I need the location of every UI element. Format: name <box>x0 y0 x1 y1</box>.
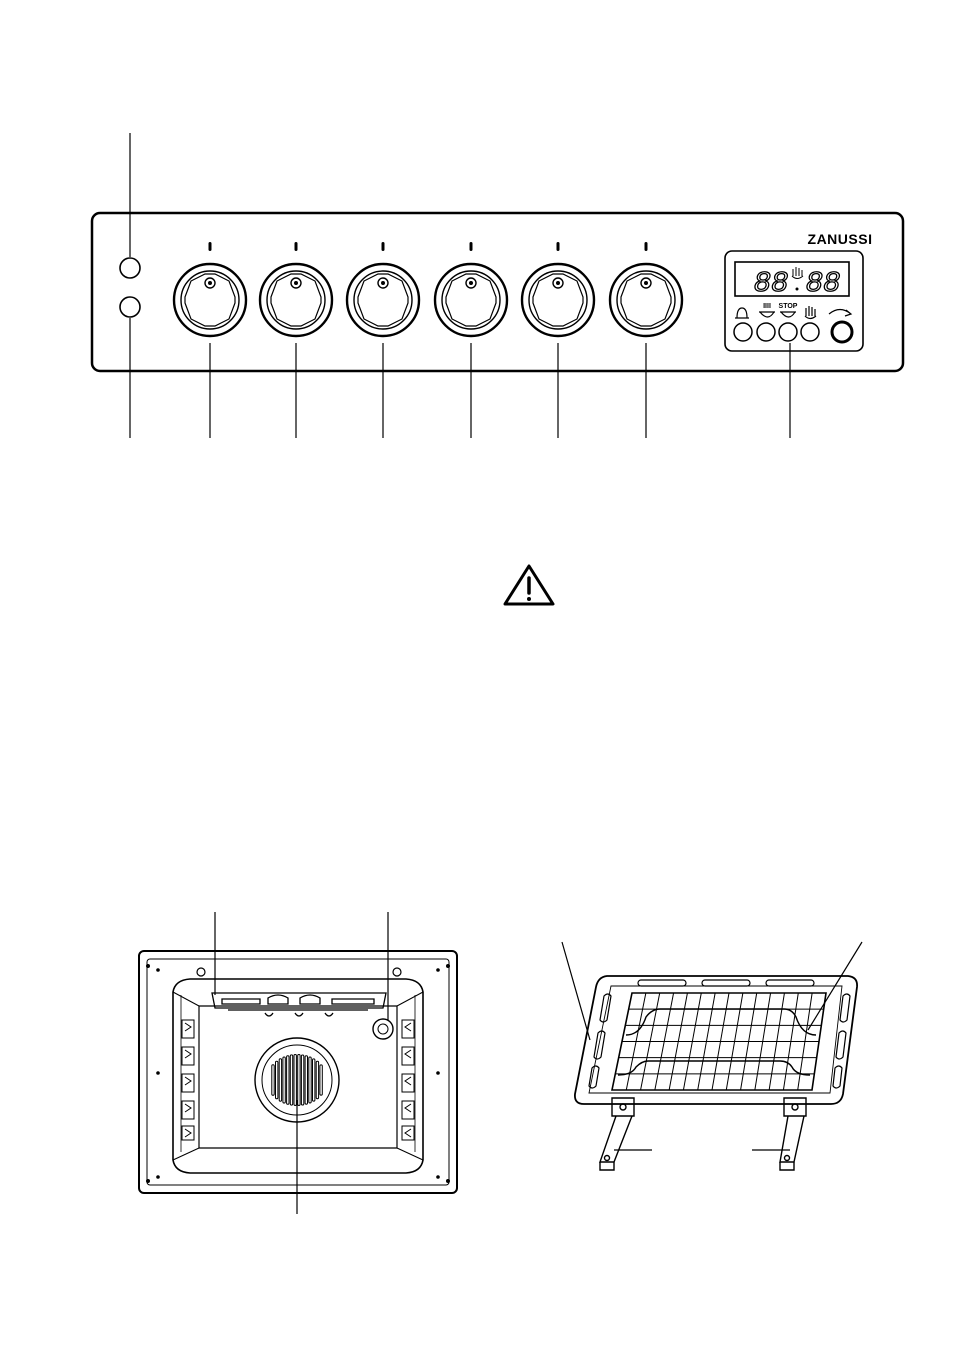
control-knob-6[interactable] <box>610 242 682 438</box>
control-knob-2[interactable] <box>260 242 332 438</box>
timer-button-group <box>734 322 852 342</box>
oven-cavity-diagram <box>139 912 457 1214</box>
stop-symbol: STOP <box>779 303 798 310</box>
oven-lamp <box>373 1019 393 1039</box>
cooking-time-symbol: IIII <box>763 303 771 310</box>
display-hand-icon <box>792 267 803 279</box>
rack-assembly-diagram <box>562 942 862 1170</box>
indicator-light-1 <box>120 258 140 278</box>
display-left-digits: 88 <box>754 267 789 300</box>
timer-button-5[interactable] <box>832 322 852 342</box>
cooking-duration-icon <box>759 312 775 317</box>
indicator-light-2 <box>120 297 140 317</box>
callout-line-tray <box>562 942 590 1040</box>
rack-leg-left <box>600 1098 634 1170</box>
display-right-digits: 88 <box>806 267 841 300</box>
timer-button-1[interactable] <box>734 323 752 341</box>
control-knob-1[interactable] <box>174 242 246 438</box>
knob-position-marker <box>557 242 560 251</box>
control-knob-3[interactable] <box>347 242 419 438</box>
grid-shelf-wires <box>615 993 823 1090</box>
rack-leg-right <box>780 1098 806 1170</box>
timer-module-frame <box>725 251 863 351</box>
shelf-supports-right <box>402 1020 414 1140</box>
display-colon-dot <box>796 288 799 291</box>
knob-position-marker <box>645 242 648 251</box>
top-heating-element <box>212 993 386 1016</box>
knob-position-marker <box>295 242 298 251</box>
control-knob-5[interactable] <box>522 242 594 438</box>
fan-grille-slots <box>272 1055 323 1106</box>
bell-icon <box>735 308 749 318</box>
knob-group <box>174 242 682 438</box>
knob-position-marker <box>470 242 473 251</box>
shelf-supports-left <box>182 1020 194 1140</box>
warning-triangle-icon <box>505 566 553 604</box>
tray-outline <box>575 976 857 1104</box>
knob-position-marker <box>209 242 212 251</box>
timer-button-3[interactable] <box>779 323 797 341</box>
manual-hand-icon <box>805 306 816 319</box>
adjust-arrow-icon <box>829 310 851 317</box>
end-time-pot-icon <box>780 312 796 317</box>
timer-button-4[interactable] <box>801 323 819 341</box>
timer-button-2[interactable] <box>757 323 775 341</box>
knob-position-marker <box>382 242 385 251</box>
control-knob-4[interactable] <box>435 242 507 438</box>
brand-logo: ZANUSSI <box>808 231 873 247</box>
